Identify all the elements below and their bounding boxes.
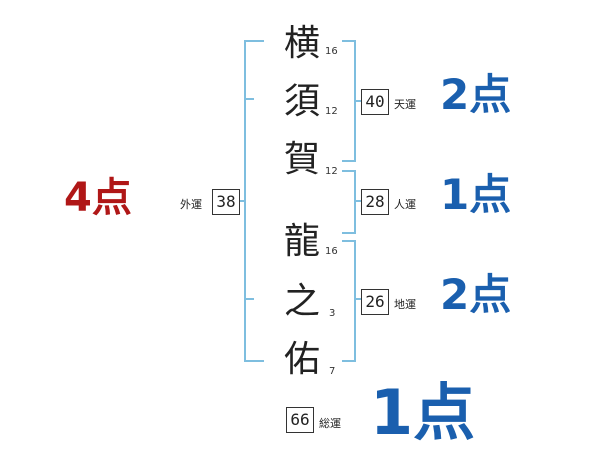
souun-value: 66 — [286, 407, 314, 433]
gaiun-value: 38 — [212, 189, 240, 215]
chiun-score: 2点 — [440, 270, 512, 319]
souun-score: 1点 — [370, 376, 476, 449]
jinun-bracket — [342, 170, 356, 234]
tenun-score: 2点 — [440, 70, 512, 119]
jinun-score: 1点 — [440, 170, 512, 219]
jinun-value: 28 — [361, 189, 389, 215]
chiun-label: 地運 — [394, 298, 416, 311]
outer-bracket-tick-mid-low — [244, 298, 254, 300]
name-char-1: 横 — [283, 23, 320, 64]
chiun-bracket — [342, 240, 356, 362]
stroke-count-1: 16 — [325, 46, 338, 57]
jinun-label: 人運 — [394, 198, 416, 211]
souun-label: 総運 — [319, 417, 341, 430]
stroke-count-4: 16 — [325, 246, 338, 257]
name-char-3: 賀 — [283, 139, 320, 180]
name-char-5: 之 — [283, 281, 320, 322]
stroke-count-2: 12 — [325, 106, 338, 117]
gaiun-label: 外運 — [180, 198, 202, 211]
tenun-value: 40 — [361, 89, 389, 115]
stroke-count-3: 12 — [325, 166, 338, 177]
stroke-count-6: 7 — [329, 366, 336, 377]
name-char-6: 佑 — [283, 339, 320, 380]
tenun-label: 天運 — [394, 98, 416, 111]
jinun-tick — [354, 200, 362, 202]
gaiun-score: 4点 — [64, 175, 132, 221]
name-char-2: 須 — [283, 81, 320, 122]
name-char-4: 龍 — [283, 221, 320, 262]
stroke-count-5: 3 — [329, 308, 336, 319]
tenun-tick — [354, 100, 362, 102]
outer-bracket-connector — [240, 200, 246, 202]
outer-bracket-tick-mid-top — [244, 98, 254, 100]
chiun-tick — [354, 298, 362, 300]
outer-bracket — [244, 40, 264, 362]
chiun-value: 26 — [361, 289, 389, 315]
